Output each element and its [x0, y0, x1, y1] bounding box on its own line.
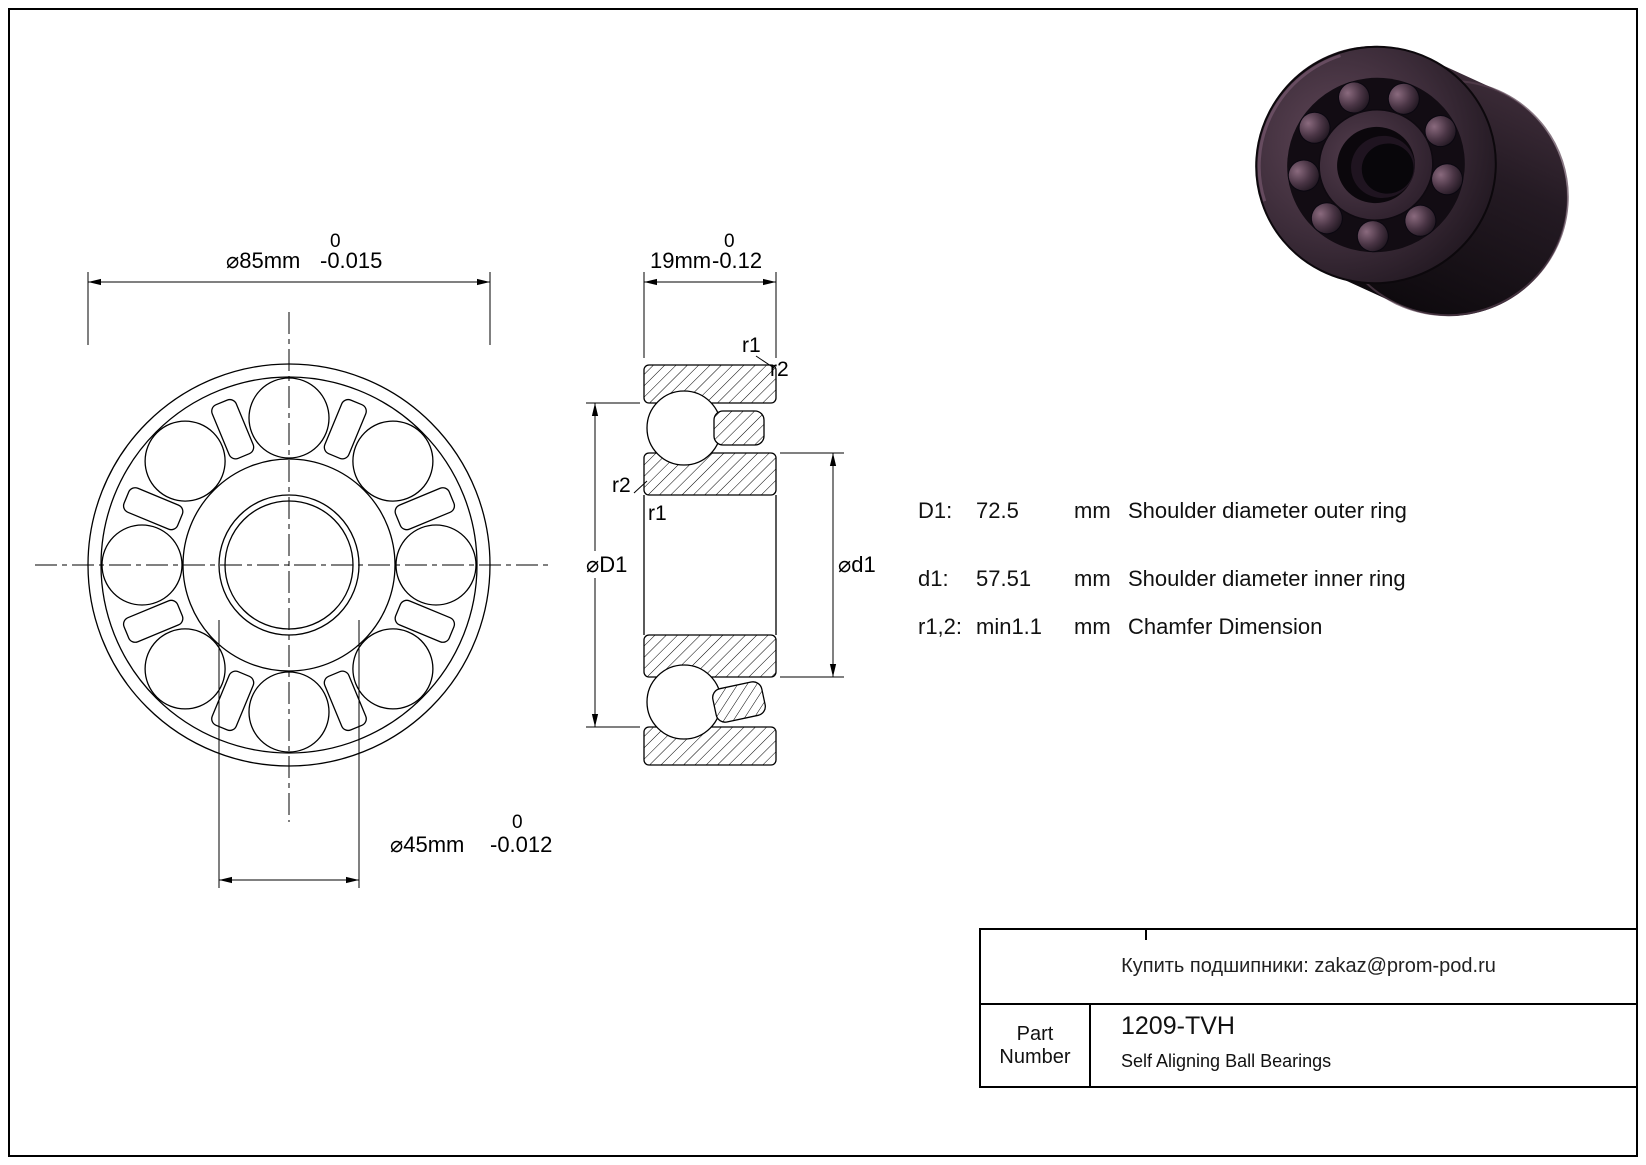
ball-3d	[1356, 220, 1389, 253]
bearing-3d-balls	[1287, 81, 1464, 253]
spec-unit: mm	[1074, 498, 1111, 523]
cage-top-section	[713, 410, 765, 446]
cage-pocket	[394, 599, 456, 643]
dim-outer-label: ⌀85mm	[226, 248, 300, 273]
ball	[352, 420, 434, 502]
cage-pocket	[211, 398, 255, 460]
front-cage-pockets	[122, 398, 456, 732]
chamfer-labels: r1 r2 r2 r1	[612, 334, 789, 525]
part-number-value-cell: 1209-TVH Self Aligning Ball Bearings	[1091, 1005, 1636, 1086]
dim-outer-tol-lower: -0.015	[320, 248, 382, 273]
bearing-rim-highlight	[1257, 54, 1341, 202]
title-block-tick	[1145, 930, 1147, 940]
label-r2-left: r2	[612, 474, 631, 497]
dim-width-label: 19mm	[650, 248, 711, 273]
centerlines	[35, 312, 552, 822]
dim-width-tol-upper: 0	[724, 231, 735, 252]
spec-value: 57.51	[976, 566, 1032, 591]
spec-unit: mm	[1074, 566, 1111, 591]
part-label-line1: Part	[1016, 1022, 1054, 1045]
part-number: 1209-TVH	[1121, 1012, 1235, 1040]
dim-outer-tol-upper: 0	[330, 231, 341, 252]
dim-bore-label: ⌀45mm	[390, 832, 464, 857]
dim-shoulder-outer: ⌀D1	[583, 402, 640, 728]
spec-name: D1:	[918, 498, 953, 523]
cage-bottom-section	[712, 681, 766, 723]
spec-row-d1: d1: 57.51 mm Shoulder diameter inner rin…	[918, 566, 1538, 592]
section-view	[643, 364, 777, 766]
spec-desc: Shoulder diameter outer ring	[1128, 498, 1407, 523]
label-r1-left: r1	[648, 502, 667, 525]
spec-name: d1:	[918, 566, 949, 591]
front-view	[87, 363, 491, 767]
spec-value: 72.5	[976, 498, 1019, 523]
ball	[144, 420, 226, 502]
label-shoulder-outer: ⌀D1	[586, 552, 627, 577]
spec-desc: Shoulder diameter inner ring	[1128, 566, 1406, 591]
dim-shoulder-inner: ⌀d1	[780, 452, 876, 678]
dim-outer-diameter: ⌀85mm -0.015 0	[87, 231, 491, 345]
spec-row-D1: D1: 72.5 mm Shoulder diameter outer ring	[918, 498, 1538, 524]
label-r2-top: r2	[770, 358, 789, 381]
bearing-bore-depth	[1361, 143, 1414, 194]
ball-3d	[1431, 163, 1464, 196]
leader-line	[633, 480, 648, 494]
dim-bore-tol-lower: -0.012	[490, 832, 552, 857]
cage-pocket	[122, 487, 184, 531]
front-balls	[101, 377, 477, 753]
bearing-3d-render	[1255, 45, 1569, 317]
ball-3d	[1404, 204, 1437, 237]
part-description: Self Aligning Ball Bearings	[1121, 1051, 1332, 1071]
cage-pocket	[211, 670, 255, 732]
dim-width-tol-lower: -0.12	[712, 248, 762, 273]
purchase-note: Купить подшипники: zakaz@prom-pod.ru	[1121, 955, 1496, 977]
cage-pocket	[394, 487, 456, 531]
spec-value: min1.1	[976, 614, 1043, 639]
title-block: Купить подшипники: zakaz@prom-pod.ru Par…	[979, 928, 1638, 1088]
spec-desc: Chamfer Dimension	[1128, 614, 1323, 639]
cage-pocket	[323, 398, 367, 460]
ball	[352, 628, 434, 710]
spec-unit: mm	[1074, 614, 1111, 639]
ball	[144, 628, 226, 710]
label-mask	[583, 551, 637, 578]
dim-width: 19mm -0.12 0	[643, 231, 777, 358]
part-label-line2: Number	[999, 1045, 1071, 1068]
ball-top-section	[646, 390, 722, 466]
dim-bore-tol-upper: 0	[512, 812, 523, 833]
cage-pocket	[122, 599, 184, 643]
page-border	[8, 8, 1638, 1157]
ball-bottom-section	[646, 664, 722, 740]
dim-bore-diameter: ⌀45mm -0.012 0	[218, 620, 552, 888]
ball-3d	[1298, 111, 1331, 144]
ball-3d	[1310, 202, 1343, 235]
spec-row-r12: r1,2: min1.1 mm Chamfer Dimension	[918, 614, 1538, 640]
spec-name: r1,2:	[918, 614, 963, 639]
label-r1-top: r1	[742, 334, 761, 357]
label-shoulder-inner: ⌀d1	[838, 552, 876, 577]
title-block-note-cell: Купить подшипники: zakaz@prom-pod.ru	[981, 930, 1636, 1005]
title-block-bottom-row: Part Number 1209-TVH Self Aligning Ball …	[981, 1005, 1636, 1086]
part-number-label-cell: Part Number	[981, 1005, 1091, 1086]
leader-line	[755, 355, 775, 369]
cage-pocket	[323, 670, 367, 732]
ball-3d	[1387, 82, 1420, 115]
